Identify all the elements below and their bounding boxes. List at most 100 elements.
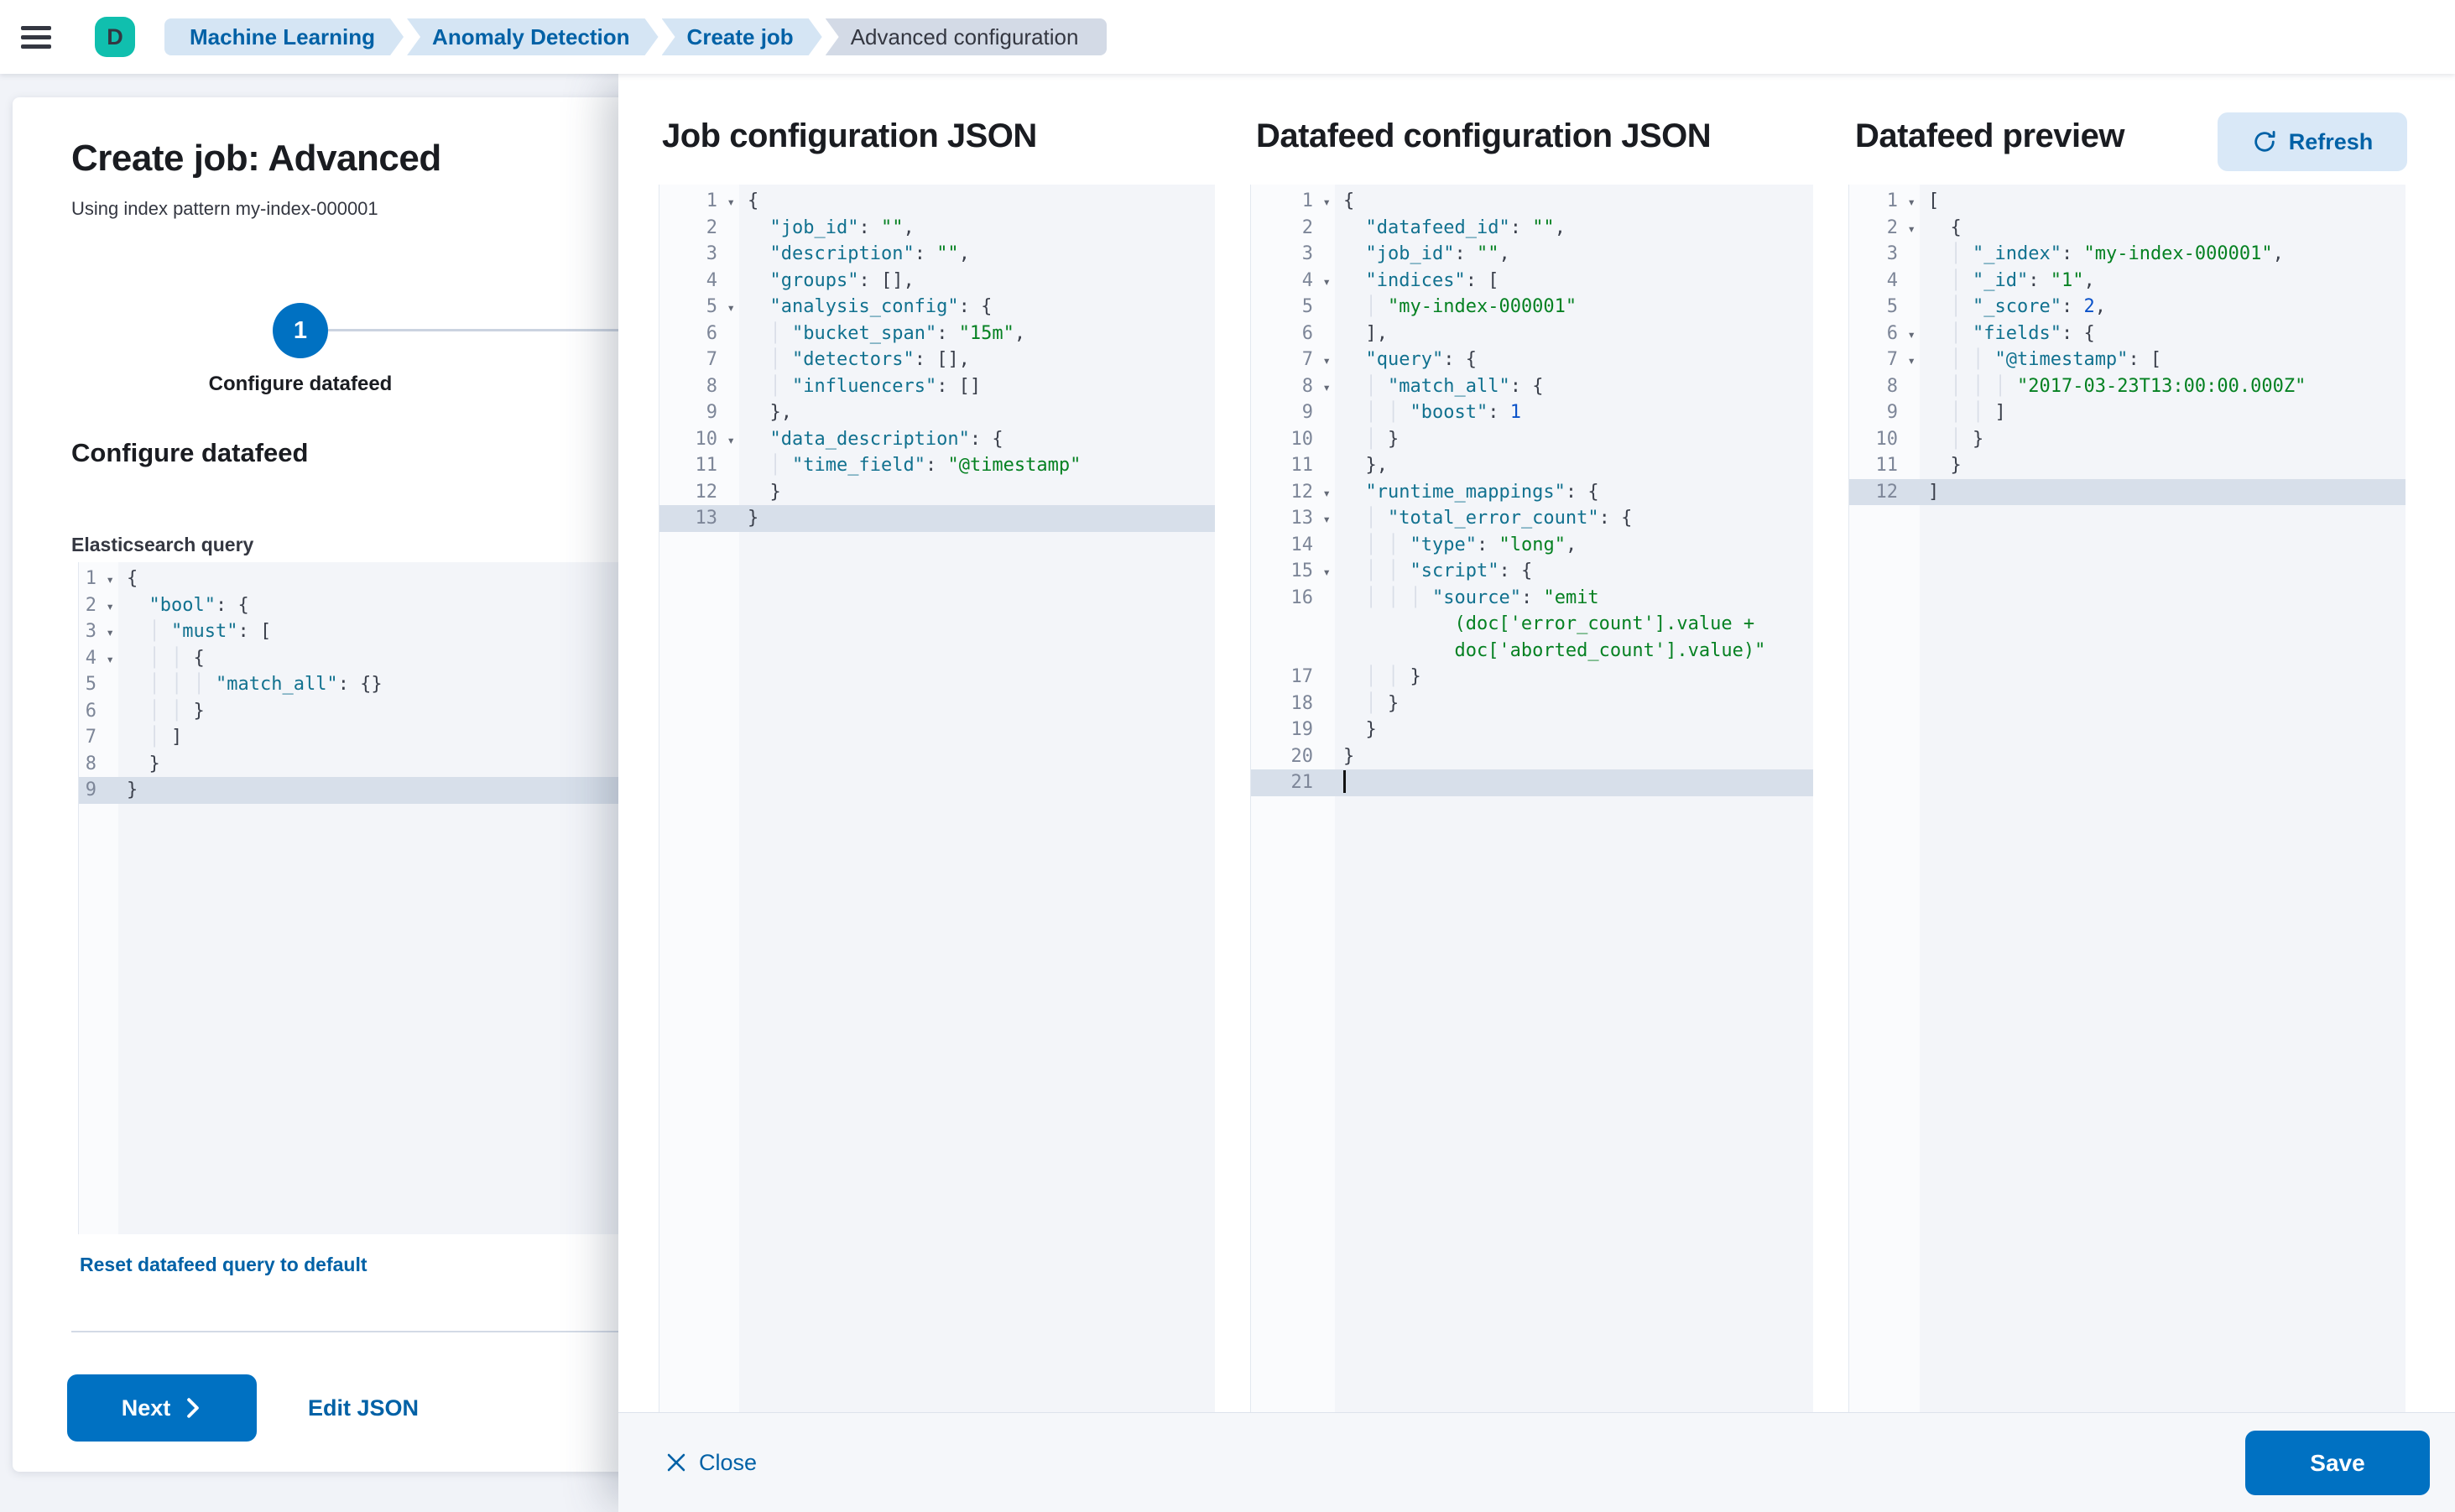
fold-arrow-icon[interactable]: ▾ <box>106 571 114 587</box>
code-line: 4 │ "_id": "1", <box>1849 268 2405 295</box>
code-line: 2▾ { <box>1849 215 2405 242</box>
code-line: 15▾ │ │ "script": { <box>1251 558 1813 585</box>
line-number: 5 <box>1886 296 1898 317</box>
page-title: Create job: Advanced <box>71 138 441 179</box>
code-line: 8 │ "influencers": [] <box>659 373 1215 400</box>
wizard-step-1-indicator[interactable]: 1 <box>273 303 328 358</box>
line-number: 12 <box>1875 481 1899 503</box>
code-line: 5 │ "my-index-000001" <box>1251 294 1813 321</box>
line-number: 2 <box>85 594 96 616</box>
fold-arrow-icon[interactable]: ▾ <box>106 597 114 614</box>
code-line: 10▾ "data_description": { <box>659 426 1215 453</box>
code-line: 16 │ │ │ "source": "emit <box>1251 585 1813 612</box>
code-line: 18 │ } <box>1251 691 1813 717</box>
fold-arrow-icon[interactable]: ▾ <box>1322 273 1331 289</box>
fold-arrow-icon[interactable]: ▾ <box>106 650 114 667</box>
line-number: 11 <box>1290 455 1314 476</box>
line-number: 8 <box>706 375 717 397</box>
line-number: 15 <box>1290 560 1314 581</box>
code-line: 1▾{ <box>1251 188 1813 215</box>
fold-arrow-icon[interactable]: ▾ <box>1322 484 1331 501</box>
hamburger-menu-icon[interactable] <box>5 0 67 74</box>
code-line: 20} <box>1251 743 1813 770</box>
line-number: 1 <box>706 190 717 211</box>
breadcrumb-item[interactable]: Create job <box>662 18 822 55</box>
line-number: 12 <box>695 481 718 503</box>
fold-arrow-icon[interactable]: ▾ <box>1907 220 1916 237</box>
code-line: 2▾ "bool": { <box>79 592 618 619</box>
line-number: 20 <box>1290 745 1314 767</box>
fold-arrow-icon[interactable]: ▾ <box>1322 194 1331 210</box>
line-number: 16 <box>1290 587 1314 608</box>
line-number: 6 <box>1886 322 1898 344</box>
fold-arrow-icon[interactable]: ▾ <box>727 194 735 210</box>
fold-arrow-icon[interactable]: ▾ <box>1907 352 1916 368</box>
line-number: 3 <box>85 621 96 642</box>
wizard-progress-line <box>328 329 675 331</box>
code-line: 12▾ "runtime_mappings": { <box>1251 479 1813 506</box>
elasticsearch-query-editor[interactable]: 1▾{2▾ "bool": {3▾ │ "must": [4▾ │ │ {5 │… <box>78 562 618 1234</box>
code-line: 4▾ "indices": [ <box>1251 268 1813 295</box>
section-heading: Configure datafeed <box>71 438 309 467</box>
avatar[interactable]: D <box>95 17 135 57</box>
edit-json-link[interactable]: Edit JSON <box>308 1395 420 1421</box>
line-number: 9 <box>1301 402 1313 423</box>
code-line: 6▾ │ "fields": { <box>1849 321 2405 347</box>
datafeed-configuration-editor[interactable]: 1▾{2 "datafeed_id": "",3 "job_id": "",4▾… <box>1250 185 1813 1412</box>
close-icon <box>667 1453 685 1472</box>
code-line: 2 "job_id": "", <box>659 215 1215 242</box>
code-line: 4 "groups": [], <box>659 268 1215 295</box>
breadcrumb-item[interactable]: Machine Learning <box>164 18 404 55</box>
save-button[interactable]: Save <box>2245 1431 2430 1495</box>
code-line: 11 } <box>1849 452 2405 479</box>
line-number: 4 <box>1886 269 1898 291</box>
code-line: 14 │ │ "type": "long", <box>1251 532 1813 559</box>
fold-arrow-icon[interactable]: ▾ <box>1322 352 1331 368</box>
refresh-icon <box>2254 130 2275 152</box>
code-line: 17 │ │ } <box>1251 664 1813 691</box>
line-number: 19 <box>1290 719 1314 740</box>
datafeed-preview-panel-title: Datafeed preview <box>1855 117 2125 154</box>
code-line: 13▾ │ "total_error_count": { <box>1251 505 1813 532</box>
fold-arrow-icon[interactable]: ▾ <box>1322 564 1331 580</box>
datafeed-preview-editor[interactable]: 1▾[2▾ {3 │ "_index": "my-index-000001",4… <box>1848 185 2405 1412</box>
line-number: 18 <box>1290 692 1314 714</box>
code-line: (doc['error_count'].value + <box>1454 613 1755 634</box>
chevron-right-icon <box>187 1398 200 1418</box>
job-configuration-editor[interactable]: 1▾{2 "job_id": "",3 "description": "",4 … <box>659 185 1215 1412</box>
code-line: doc['aborted_count'].value)" <box>1454 639 1766 661</box>
line-number: 10 <box>1875 428 1899 450</box>
code-line: 5 │ │ │ "match_all": {} <box>79 671 618 698</box>
line-number: 1 <box>1301 190 1313 211</box>
line-number: 8 <box>85 753 96 774</box>
fold-arrow-icon[interactable]: ▾ <box>1907 326 1916 342</box>
fold-arrow-icon[interactable]: ▾ <box>1322 511 1331 527</box>
line-number: 12 <box>1290 481 1314 503</box>
refresh-button[interactable]: Refresh <box>2218 112 2407 171</box>
reset-datafeed-query-link[interactable]: Reset datafeed query to default <box>80 1254 367 1275</box>
edit-json-flyout: Job configuration JSON Datafeed configur… <box>618 74 2455 1512</box>
code-line: 6 │ │ } <box>79 698 618 725</box>
line-number: 10 <box>695 428 718 450</box>
fold-arrow-icon[interactable]: ▾ <box>1322 378 1331 395</box>
code-line: 7 │ ] <box>79 724 618 751</box>
fold-arrow-icon[interactable]: ▾ <box>106 624 114 640</box>
fold-arrow-icon[interactable]: ▾ <box>727 431 735 448</box>
next-button[interactable]: Next <box>67 1374 257 1442</box>
code-line: 6 │ "bucket_span": "15m", <box>659 321 1215 347</box>
close-button[interactable]: Close <box>665 1450 757 1476</box>
line-number: 7 <box>706 349 717 370</box>
line-number: 4 <box>85 647 96 669</box>
breadcrumb-item[interactable]: Anomaly Detection <box>407 18 659 55</box>
fold-arrow-icon[interactable]: ▾ <box>1907 194 1916 210</box>
breadcrumb-item: Advanced configuration <box>825 18 1108 55</box>
fold-arrow-icon[interactable]: ▾ <box>727 300 735 315</box>
code-line: 3 │ "_index": "my-index-000001", <box>1849 241 2405 268</box>
line-number: 5 <box>85 674 96 695</box>
line-number: 2 <box>1886 216 1898 238</box>
code-line: 8▾ │ "match_all": { <box>1251 373 1813 400</box>
code-line: 1▾{ <box>79 566 618 592</box>
code-line: 5 │ "_score": 2, <box>1849 294 2405 321</box>
code-line: 11 │ "time_field": "@timestamp" <box>659 452 1215 479</box>
